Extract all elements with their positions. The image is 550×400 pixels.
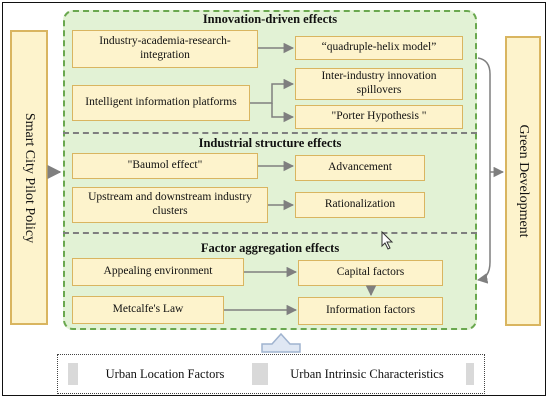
iip-to-spillovers-arrow (250, 78, 295, 104)
rationalization-box: Rationalization (295, 192, 425, 218)
factor-section-title: Factor aggregation effects (200, 241, 340, 255)
green-development-box: Green Development (505, 36, 541, 326)
advancement-box: Advancement (295, 155, 425, 181)
metcalfes-law-box: Metcalfe's Law (72, 296, 224, 324)
innovation-section-title: Innovation-driven effects (202, 12, 338, 26)
intelligent-platforms-box: Intelligent information platforms (72, 85, 250, 121)
urban-location-factors: Urban Location Factors (78, 363, 252, 385)
iip-to-porter-arrow (271, 103, 295, 123)
innovation-spillovers-box: Inter-industry innovation spillovers (295, 68, 463, 100)
porter-hypothesis-box: "Porter Hypothesis " (295, 105, 463, 129)
section-divider (63, 232, 477, 234)
quadruple-helix-box: “quadruple-helix model” (295, 36, 463, 60)
section-divider (63, 132, 477, 134)
diagram-frame (2, 2, 546, 396)
urban-intrinsic-characteristics: Urban Intrinsic Characteristics (268, 363, 466, 385)
upward-block-arrow (261, 332, 301, 353)
structure-section-title: Industrial structure effects (198, 136, 342, 150)
urban-characteristics-box: Urban Location Factors Urban Intrinsic C… (57, 354, 485, 394)
capital-factors-box: Capital factors (298, 260, 443, 286)
policy-box: Smart City Pilot Policy (10, 30, 48, 325)
industry-academia-research-box: Industry-academia-research-integration (72, 30, 258, 68)
mouse-cursor-icon (381, 230, 394, 250)
effects-bracket (476, 57, 491, 284)
urban-characteristics-strip: Urban Location Factors Urban Intrinsic C… (68, 363, 474, 385)
information-factors-box: Information factors (298, 297, 443, 325)
industry-clusters-box: Upstream and downstream industry cluster… (72, 187, 268, 223)
baumol-effect-box: "Baumol effect" (72, 153, 258, 179)
appealing-environment-box: Appealing environment (72, 258, 244, 286)
